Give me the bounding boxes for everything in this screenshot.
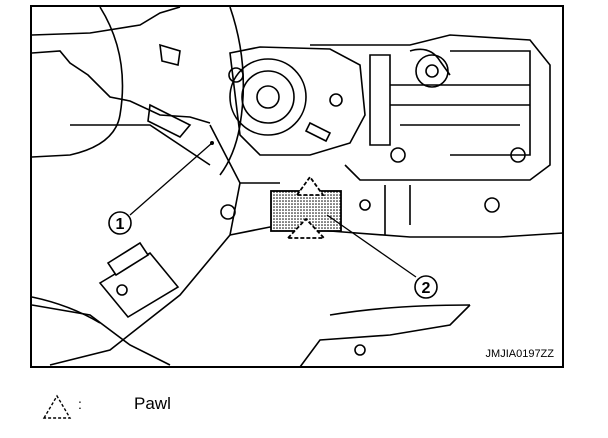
callout-2-number: 2	[422, 280, 431, 297]
lower-trim-panel	[31, 124, 564, 366]
callout-2: 2	[414, 275, 438, 299]
callout-1: 1	[108, 211, 132, 235]
dashed-triangle-pawl-icon	[42, 394, 72, 419]
service-illustration: 1 2 JMJIA0197ZZ	[30, 5, 564, 368]
legend-row: : Pawl	[40, 392, 340, 422]
legend-label: Pawl	[134, 394, 171, 413]
center-bracket	[299, 34, 551, 368]
speaker-housing	[228, 46, 366, 156]
pawl-connector	[270, 175, 342, 239]
callout-1-number: 1	[116, 216, 125, 233]
instrument-panel	[31, 6, 245, 176]
legend-separator: :	[78, 396, 82, 412]
image-code: JMJIA0197ZZ	[486, 348, 555, 360]
callout-2-leader	[326, 214, 417, 278]
callout-1-leader	[129, 142, 213, 216]
figure-frame	[30, 5, 564, 368]
pawl-upper-icon	[295, 175, 325, 196]
pawl-lower-icon	[285, 217, 327, 239]
clip-bracket	[98, 241, 180, 319]
